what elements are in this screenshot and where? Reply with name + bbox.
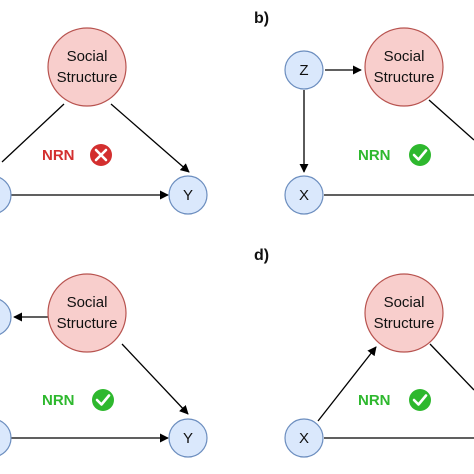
y-node-label: Y <box>183 430 193 447</box>
social-structure-node <box>364 273 444 353</box>
check-circle-icon <box>409 144 431 166</box>
edge-social-to-y <box>121 343 189 415</box>
y-node-label: Y <box>183 187 193 204</box>
edge-social-to-y-offscreen <box>429 343 474 391</box>
panel-label-d: d) <box>254 247 269 264</box>
x-circle-icon <box>90 144 112 166</box>
z-node <box>284 50 324 90</box>
nrn-label: NRN <box>358 392 391 409</box>
social-structure-label-line2: Structure <box>374 315 435 332</box>
social-structure-label-line1: Social <box>384 48 425 65</box>
panel-label-b: b) <box>254 10 269 27</box>
panel-b: b) Z Social Structure X NRN <box>254 10 474 215</box>
social-structure-label-line1: Social <box>384 294 425 311</box>
social-structure-label-line2: Structure <box>374 69 435 86</box>
panel-d: d) Social Structure X NRN <box>254 247 474 458</box>
x-node-label: X <box>299 430 309 447</box>
social-structure-node <box>364 27 444 107</box>
check-circle-icon <box>409 389 431 411</box>
x-node <box>284 175 324 215</box>
edge-social-to-y <box>110 103 190 173</box>
nrn-label: NRN <box>42 147 75 164</box>
x-node <box>284 418 324 458</box>
edge-social-to-x <box>1 103 65 163</box>
social-structure-node <box>47 27 127 107</box>
z-node-label: Z <box>299 62 308 79</box>
check-circle-icon <box>92 389 114 411</box>
x-node-label: X <box>299 187 309 204</box>
social-structure-label-line2: Structure <box>57 315 118 332</box>
panel-a: Social Structure Y NRN <box>0 27 208 215</box>
y-node <box>168 175 208 215</box>
x-node-partial <box>0 177 12 213</box>
x-node-partial <box>0 299 12 335</box>
social-structure-node <box>47 273 127 353</box>
panel-c: Social Structure Y NRN <box>0 273 208 458</box>
social-structure-label-line1: Social <box>67 48 108 65</box>
y-node <box>168 418 208 458</box>
social-structure-label-line1: Social <box>67 294 108 311</box>
edge-social-to-y-offscreen <box>428 99 474 141</box>
nrn-label: NRN <box>42 392 75 409</box>
edge-x-to-social <box>317 346 377 422</box>
social-structure-label-line2: Structure <box>57 69 118 86</box>
x-node-partial-lower <box>0 420 12 456</box>
nrn-label: NRN <box>358 147 391 164</box>
